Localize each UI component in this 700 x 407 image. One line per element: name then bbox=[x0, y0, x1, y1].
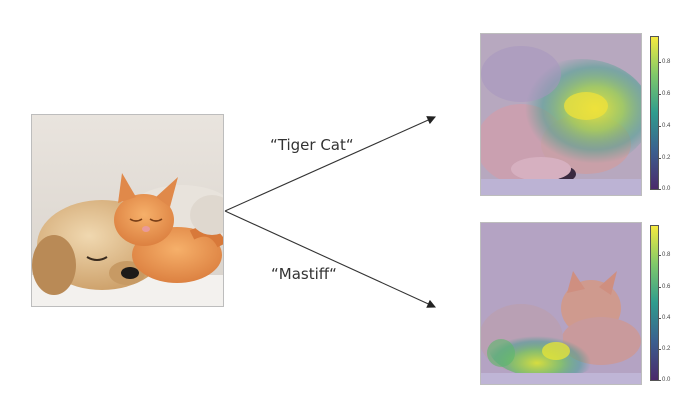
colorbar-bottom-tick: 0.4 bbox=[658, 315, 671, 321]
colorbar-top-tick: 0.4 bbox=[658, 123, 671, 129]
colorbar-bottom-tick: 0.6 bbox=[658, 284, 671, 290]
label-tiger-cat: “Tiger Cat“ bbox=[270, 136, 354, 154]
source-photo bbox=[31, 114, 224, 307]
label-mastiff: “Mastiff“ bbox=[271, 265, 337, 283]
puppy-kitten-image bbox=[32, 115, 223, 306]
colorbar-top bbox=[650, 36, 659, 190]
arrow-to-mastiff bbox=[224, 210, 437, 308]
arrow-to-tiger-cat bbox=[224, 116, 437, 212]
heatmap-tiger-cat bbox=[480, 33, 642, 196]
colorbar-bottom bbox=[650, 225, 659, 381]
colorbar-top-tick: 0.0 bbox=[658, 186, 671, 192]
heatmap-mastiff bbox=[480, 222, 642, 385]
colorbar-top-tick: 0.2 bbox=[658, 155, 671, 161]
heatmap-mastiff-image bbox=[481, 223, 641, 384]
colorbar-bottom-tick: 0.8 bbox=[658, 252, 671, 258]
colorbar-top-tick: 0.8 bbox=[658, 59, 671, 65]
colorbar-bottom-tick: 0.2 bbox=[658, 346, 671, 352]
colorbar-bottom-tick: 0.0 bbox=[658, 377, 671, 383]
heatmap-tiger-cat-image bbox=[481, 34, 641, 195]
colorbar-top-tick: 0.6 bbox=[658, 91, 671, 97]
